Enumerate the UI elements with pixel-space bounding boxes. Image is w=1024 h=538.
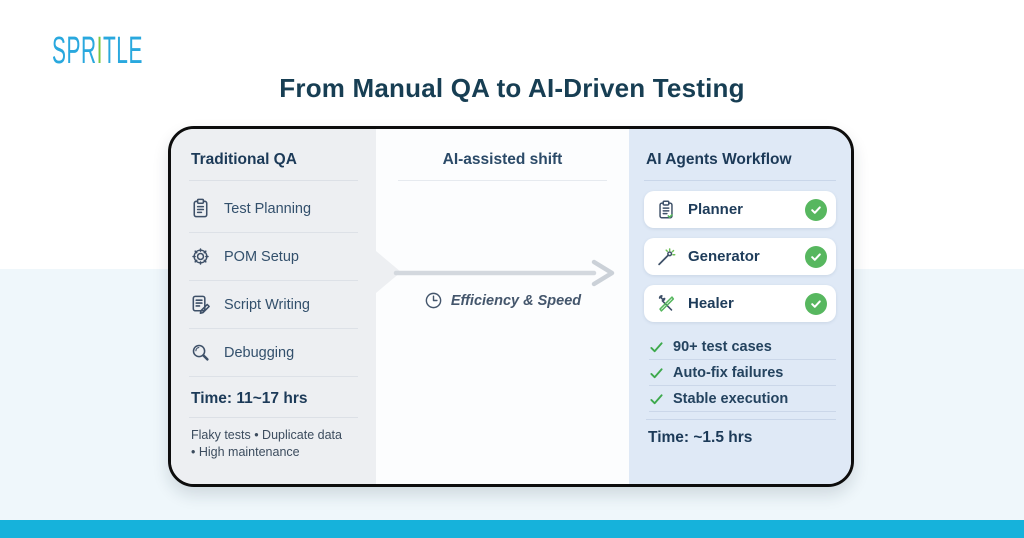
traditional-time: Time: 11~17 hrs: [191, 390, 308, 407]
tools-icon: [655, 293, 677, 315]
list-item-label: Debugging: [224, 344, 295, 361]
traditional-qa-list: Test Planning POM Setup: [189, 185, 358, 377]
logo-part-green: I: [96, 30, 103, 72]
list-item: 90+ test cases: [649, 334, 836, 360]
list-item-label: POM Setup: [224, 248, 299, 265]
list-item: Stable execution: [649, 386, 836, 412]
ai-shift-panel: AI-assisted shift Efficiency & Speed: [376, 129, 629, 484]
agent-label: Planner: [688, 201, 744, 218]
list-item-label: Script Writing: [224, 296, 310, 313]
checkmark-icon: [649, 340, 664, 355]
logo-part-blue: SPR: [52, 30, 97, 72]
agent-card-generator: Generator: [644, 238, 836, 275]
checklist-label: Stable execution: [673, 391, 789, 407]
page-title: From Manual QA to AI-Driven Testing: [279, 73, 745, 103]
divider: [644, 180, 836, 181]
script-pencil-icon: [189, 293, 212, 316]
issues-line: • High maintenance: [191, 444, 300, 459]
check-circle-icon: [805, 245, 827, 268]
check-circle-icon: [805, 292, 827, 315]
checkmark-icon: [649, 392, 664, 407]
checklist-label: 90+ test cases: [673, 339, 772, 355]
workflow-comparison-card: Traditional QA Test Planning: [168, 126, 854, 487]
gear-icon: [189, 245, 212, 268]
logo-part-blue: TLE: [102, 30, 143, 72]
checklist-label: Auto-fix failures: [673, 365, 784, 381]
traditional-qa-heading: Traditional QA: [191, 151, 297, 168]
divider: [398, 180, 607, 181]
spritle-logo: SPRITLE: [52, 30, 143, 73]
traditional-issues: Flaky tests • Duplicate data • High main…: [189, 427, 358, 461]
background-band-cyan: [0, 520, 1024, 538]
clock-icon: [424, 291, 443, 310]
traditional-qa-panel: Traditional QA Test Planning: [171, 129, 376, 484]
divider: [646, 419, 836, 420]
agent-label: Generator: [688, 248, 760, 265]
magic-wand-icon: [655, 246, 677, 268]
checkmark-icon: [649, 366, 664, 381]
list-item-label: Test Planning: [224, 200, 312, 217]
ai-agents-panel: AI Agents Workflow Planner: [629, 129, 851, 484]
issues-line: Flaky tests • Duplicate data: [191, 428, 342, 442]
magnifier-icon: [189, 341, 212, 364]
list-item: Script Writing: [189, 281, 358, 329]
list-item: Debugging: [189, 329, 358, 377]
agents-checklist: 90+ test cases Auto-fix failures Stable …: [649, 334, 836, 412]
ai-shift-heading: AI-assisted shift: [442, 151, 563, 168]
efficiency-caption-text: Efficiency & Speed: [450, 292, 582, 309]
efficiency-caption: Efficiency & Speed: [376, 291, 629, 310]
shift-arrow: [390, 255, 624, 296]
check-circle-icon: [805, 198, 827, 221]
agent-card-healer: Healer: [644, 285, 836, 322]
list-item: Auto-fix failures: [649, 360, 836, 386]
list-item: POM Setup: [189, 233, 358, 281]
ai-agents-heading: AI Agents Workflow: [646, 151, 792, 168]
agents-time: Time: ~1.5 hrs: [648, 429, 753, 446]
clipboard-icon: [189, 197, 212, 220]
agent-card-planner: Planner: [644, 191, 836, 228]
clipboard-check-icon: [655, 199, 677, 221]
divider: [189, 180, 358, 181]
agent-label: Healer: [688, 295, 734, 312]
divider: [189, 417, 358, 418]
list-item: Test Planning: [189, 185, 358, 233]
